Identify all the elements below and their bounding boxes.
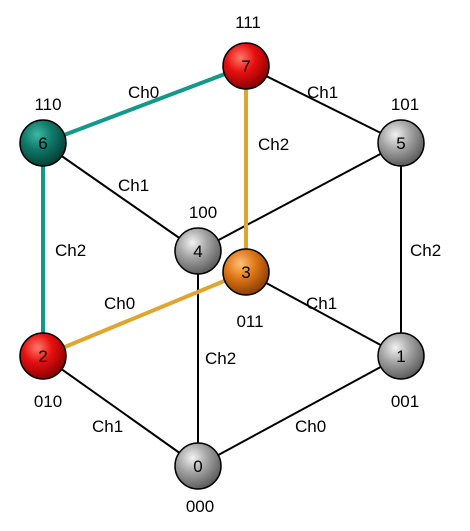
node-0[interactable]: 0 <box>174 442 222 490</box>
node-7-code: 111 <box>235 13 261 32</box>
nodes: 7 6 5 4 3 2 1 0 <box>19 42 425 490</box>
edge-label-1-5: Ch2 <box>410 241 441 260</box>
edge-label-0-4: Ch2 <box>205 349 236 368</box>
edge-4-5 <box>197 142 402 252</box>
edge-label-2-6: Ch2 <box>55 241 86 260</box>
node-codes: 111 110 101 100 011 010 001 000 <box>34 13 419 516</box>
edges <box>41 64 402 467</box>
node-4-code: 100 <box>189 203 217 222</box>
node-6[interactable]: 6 <box>19 119 67 167</box>
edge-0-2 <box>42 355 199 467</box>
node-1-label: 1 <box>396 347 405 366</box>
node-0-label: 0 <box>193 457 202 476</box>
node-1-code: 001 <box>391 392 419 411</box>
node-7-label: 7 <box>241 57 250 76</box>
edge-label-2-3: Ch0 <box>104 294 135 313</box>
node-3[interactable]: 3 <box>222 248 270 296</box>
edge-6-7 <box>42 64 247 145</box>
node-2-label: 2 <box>38 347 47 366</box>
node-6-code: 110 <box>34 95 61 114</box>
node-5[interactable]: 5 <box>377 119 425 167</box>
node-2-code: 010 <box>34 392 62 411</box>
edge-1-3 <box>245 271 402 357</box>
edge-2-3 <box>42 270 247 358</box>
edge-label-4-6: Ch1 <box>118 176 149 195</box>
edge-labels: Ch0 Ch1 Ch2 Ch1 Ch2 Ch2 Ch0 Ch1 Ch2 Ch1 … <box>55 83 441 436</box>
edge-label-0-1: Ch0 <box>295 417 326 436</box>
node-5-code: 101 <box>391 95 419 114</box>
edge-label-0-2: Ch1 <box>92 417 123 436</box>
node-4-label: 4 <box>193 242 202 261</box>
node-1[interactable]: 1 <box>377 332 425 380</box>
edge-label-3-7: Ch2 <box>258 135 289 154</box>
node-3-label: 3 <box>241 263 250 282</box>
edge-label-6-7: Ch0 <box>128 83 159 102</box>
node-0-code: 000 <box>186 497 214 516</box>
node-3-code: 011 <box>236 312 263 331</box>
node-6-label: 6 <box>38 134 47 153</box>
edge-0-1 <box>197 355 402 467</box>
edge-5-7 <box>245 65 402 144</box>
node-4[interactable]: 4 <box>174 227 222 275</box>
edge-label-5-7: Ch1 <box>307 83 338 102</box>
edge-label-1-3: Ch1 <box>306 294 337 313</box>
edge-4-6 <box>42 142 199 252</box>
node-2[interactable]: 2 <box>19 332 67 380</box>
node-7[interactable]: 7 <box>222 42 270 90</box>
node-5-label: 5 <box>396 134 405 153</box>
